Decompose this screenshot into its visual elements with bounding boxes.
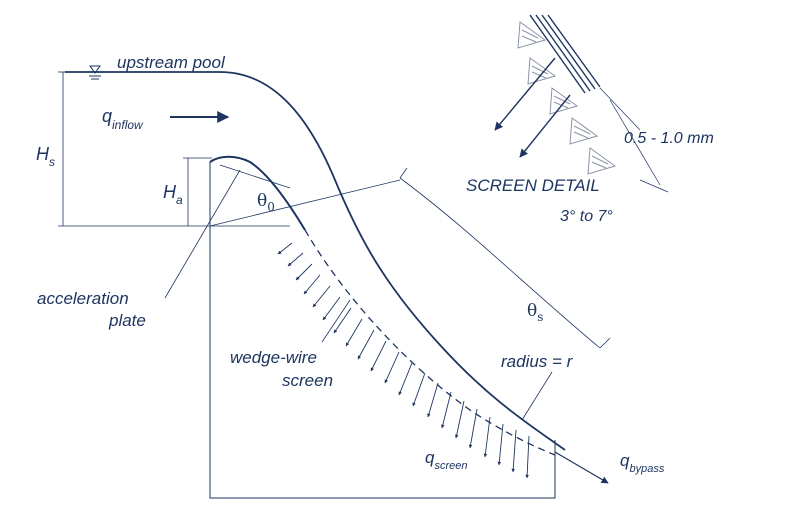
hs-label: Hs bbox=[36, 144, 55, 169]
angle-reference-line bbox=[209, 179, 401, 227]
acceleration-plate bbox=[209, 155, 306, 231]
q-bypass-label: qbypass bbox=[620, 451, 665, 475]
thetas-label: θs bbox=[527, 301, 543, 324]
wedge-wire-label-line1: wedge-wire bbox=[230, 348, 317, 367]
acceleration-plate-label-line1: acceleration bbox=[37, 289, 129, 308]
acceleration-plate-label-line2: plate bbox=[108, 311, 146, 330]
q-screen-label: qscreen bbox=[425, 448, 468, 472]
structure-outline bbox=[209, 162, 556, 499]
water-surface-line bbox=[65, 71, 566, 451]
wedge-wire-screen-profile bbox=[304, 229, 556, 456]
radius-leader bbox=[521, 371, 553, 421]
wedge-wire-leader bbox=[321, 299, 351, 343]
screen-detail-label: SCREEN DETAIL bbox=[466, 176, 600, 195]
ha-label: Ha bbox=[163, 182, 183, 207]
radius-label: radius = r bbox=[501, 352, 574, 371]
gap-dimension-label: 0.5 - 1.0 mm bbox=[624, 130, 714, 147]
theta-s-arc bbox=[399, 177, 601, 349]
acceleration-plate-leader bbox=[164, 169, 241, 299]
water-level-icon bbox=[89, 65, 101, 80]
angle-range-label: 3° to 7° bbox=[560, 208, 613, 225]
screen-detail-inset bbox=[494, 14, 669, 193]
wedge-wires bbox=[517, 21, 617, 175]
radial-line-top bbox=[399, 167, 408, 179]
upstream-pool-label: upstream pool bbox=[117, 53, 226, 72]
screen-flow-arrows bbox=[277, 242, 530, 479]
bypass-flow-arrow bbox=[554, 451, 609, 484]
tangent-line bbox=[219, 164, 291, 189]
wedge-wire-label-line2: screen bbox=[282, 371, 333, 390]
radial-line-bottom bbox=[599, 337, 611, 349]
theta0-label: θ0 bbox=[257, 191, 275, 214]
q-inflow-label: qinflow bbox=[102, 106, 144, 132]
